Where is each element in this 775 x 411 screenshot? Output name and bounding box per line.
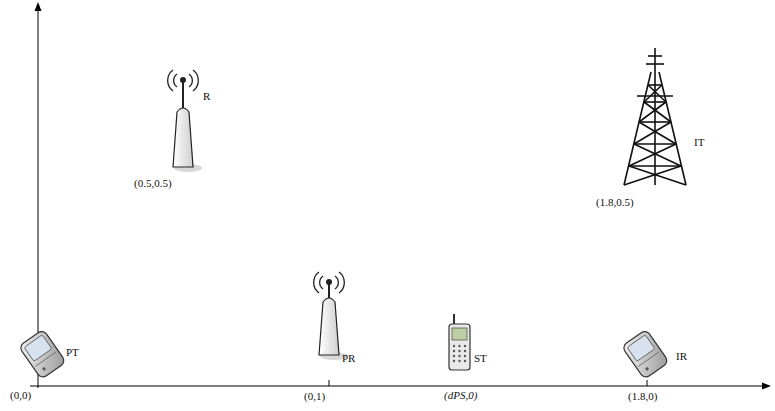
transmission-tower — [629, 144, 681, 166]
coordinate-label: (1.8,0.5) — [596, 196, 634, 209]
relay-antenna — [174, 74, 177, 87]
relay-antenna — [182, 82, 184, 108]
coordinate-label: (0.5,0.5) — [134, 177, 172, 190]
mobile-phone — [453, 355, 455, 357]
flip-phone — [638, 352, 659, 367]
coordinate-axes — [30, 386, 764, 387]
flip-phone — [622, 329, 670, 379]
transmission-tower — [654, 72, 656, 185]
primary-receiver-antenna — [339, 272, 344, 293]
primary-receiver-antenna — [314, 272, 348, 360]
coordinate-axes — [38, 8, 39, 388]
mobile-phone — [458, 360, 460, 362]
primary-receiver-antenna — [314, 272, 319, 293]
transmission-tower — [644, 85, 666, 102]
flip-phone — [645, 367, 649, 371]
mobile-phone — [452, 328, 467, 340]
mobile-phone — [453, 350, 455, 352]
flip-phone — [42, 367, 46, 371]
relay-antenna — [168, 70, 173, 91]
transmission-tower — [646, 63, 664, 65]
device-label: PT — [66, 346, 79, 359]
transmission-tower — [644, 101, 666, 103]
mobile-phone — [449, 314, 470, 370]
device-label: PR — [342, 352, 355, 365]
mobile-phone — [464, 355, 466, 357]
transmission-tower — [639, 121, 671, 123]
coordinate-label: (0,0) — [10, 389, 31, 402]
flip-phone — [35, 352, 56, 367]
transmission-tower — [648, 84, 662, 86]
device-label: ST — [474, 352, 487, 365]
mobile-phone — [464, 350, 466, 352]
flip-phone — [622, 329, 670, 379]
relay-antenna — [173, 108, 193, 167]
relay-antenna — [180, 77, 186, 83]
mobile-phone — [453, 360, 455, 362]
transmission-tower — [629, 165, 681, 167]
device-label: IR — [676, 350, 687, 363]
coordinate-axes — [647, 380, 648, 386]
transmission-tower — [624, 48, 686, 185]
coordinate-label: (dPS,0) — [444, 389, 477, 402]
transmission-tower — [637, 95, 673, 97]
primary-receiver-antenna — [319, 298, 339, 355]
coordinate-label: (1.8,0) — [628, 390, 657, 403]
mobile-phone — [453, 345, 455, 347]
coordinate-axes — [762, 383, 771, 390]
coordinate-label: (0,1) — [304, 390, 325, 403]
transmission-tower — [624, 166, 686, 185]
relay-antenna — [168, 70, 202, 172]
primary-receiver-antenna — [335, 276, 338, 289]
mobile-phone — [464, 345, 466, 347]
relay-antenna — [189, 74, 192, 87]
transmission-tower — [634, 143, 676, 145]
flip-phone — [19, 329, 67, 379]
coordinate-axes — [329, 380, 330, 386]
mobile-phone — [458, 355, 460, 357]
mobile-phone — [458, 350, 460, 352]
mobile-phone — [464, 360, 466, 362]
primary-receiver-antenna — [328, 284, 330, 298]
primary-receiver-antenna — [326, 279, 332, 285]
coordinate-axes — [30, 2, 771, 390]
coordinate-axes — [35, 2, 42, 11]
transmission-tower — [639, 102, 671, 122]
mobile-phone — [458, 345, 460, 347]
transmission-tower — [648, 55, 662, 57]
transmission-tower — [654, 48, 656, 72]
relay-antenna — [193, 70, 198, 91]
flip-phone — [19, 329, 67, 379]
primary-receiver-antenna — [320, 276, 323, 289]
mobile-phone — [453, 345, 466, 362]
device-label: R — [203, 90, 210, 103]
transmission-tower — [634, 122, 676, 144]
mobile-phone — [449, 324, 470, 370]
device-label: IT — [694, 136, 704, 149]
